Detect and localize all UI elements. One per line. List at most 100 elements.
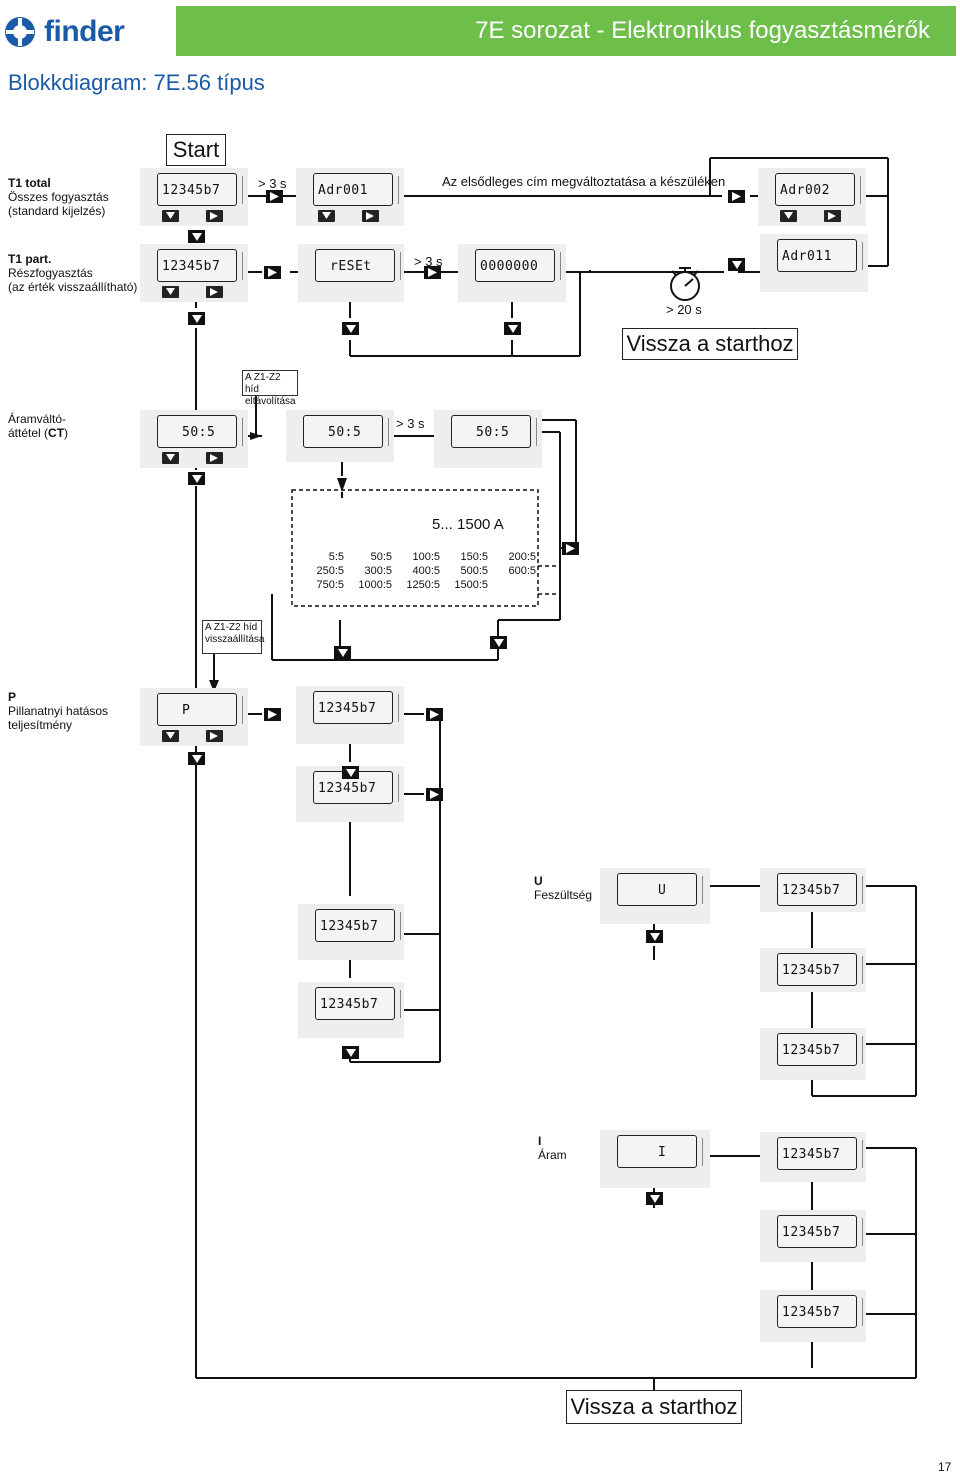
right-button-icon[interactable] (206, 452, 223, 464)
down-arrow-icon (188, 752, 205, 765)
t1-total-line2: Összes fogyasztás (8, 190, 109, 204)
row-label-u: U Feszültség (534, 874, 592, 902)
row-label-p: P Pillanatnyi hatásos teljesítmény (8, 690, 108, 732)
lcd-value: 12345b7 (782, 963, 841, 978)
row-label-ct: Áramváltó- áttétel (CT) (8, 412, 68, 440)
back-to-start-1: Vissza a starthoz (622, 328, 798, 360)
meter-display-p-4: 12345b7 (298, 982, 404, 1038)
i-line2: Áram (538, 1148, 567, 1162)
right-arrow-icon (426, 788, 443, 801)
bridge-remove-line2: eltávolítása (245, 396, 296, 407)
hold-label-3: > 3 s (396, 416, 425, 431)
meter-display-i: I (600, 1130, 710, 1188)
bridge-remove-note: A Z1-Z2 híd eltávolítása (242, 370, 298, 407)
down-arrow-icon (342, 1046, 359, 1059)
right-arrow-icon (424, 266, 441, 279)
ct-bold: CT (48, 426, 65, 440)
ct-ratio: 1000:5 (358, 579, 392, 591)
start-box: Start (166, 134, 226, 166)
lcd-value: 12345b7 (318, 781, 377, 796)
hold-label-2: > 3 s (414, 254, 443, 269)
lcd-value: 12345b7 (320, 919, 379, 934)
meter-display-i-2: 12345b7 (760, 1210, 866, 1262)
lcd-value: 12345b7 (782, 883, 841, 898)
i-title: I (538, 1134, 542, 1148)
p-line3: teljesítmény (8, 718, 73, 732)
lcd-value: Adr001 (318, 183, 368, 198)
p-title: P (8, 690, 17, 704)
meter-display-reset: rESEt (298, 244, 404, 302)
ct-ratio: 1500:5 (454, 579, 488, 591)
ct-ratio-row: 750:5 1000:5 1250:5 1500:5 (296, 578, 536, 592)
down-arrow-icon (728, 258, 745, 271)
u-line2: Feszültség (534, 888, 593, 902)
lcd-value: Adr011 (782, 249, 832, 264)
down-button-icon[interactable] (162, 452, 179, 464)
lcd-screen: 12345b7 (777, 1215, 857, 1248)
down-arrow-icon (504, 322, 521, 335)
lcd-screen: 50:5 (303, 415, 383, 448)
timeout-label: > 20 s (666, 302, 702, 317)
lcd-screen: Adr001 (313, 173, 393, 206)
down-arrow-icon (334, 646, 351, 659)
lcd-value: 12345b7 (782, 1043, 841, 1058)
lcd-value: 50:5 (328, 425, 362, 440)
lcd-value: U (658, 883, 667, 898)
stopwatch-icon (670, 267, 700, 301)
u-title: U (534, 874, 543, 888)
lcd-value: 12345b7 (782, 1305, 841, 1320)
ct-ratio: 500:5 (460, 565, 488, 577)
right-button-icon[interactable] (362, 210, 379, 222)
right-button-icon[interactable] (206, 210, 223, 222)
right-button-icon[interactable] (206, 730, 223, 742)
right-arrow-icon (264, 266, 281, 279)
ct-ratio: 400:5 (412, 565, 440, 577)
meter-display-total: 12345b7 (140, 168, 248, 226)
lcd-screen: 12345b7 (777, 1137, 857, 1170)
meter-display-ct-2: 50:5 (286, 410, 394, 462)
down-button-icon[interactable] (162, 730, 179, 742)
down-button-icon[interactable] (162, 210, 179, 222)
right-arrow-icon (562, 542, 579, 555)
ct-ratio: 750:5 (316, 579, 344, 591)
meter-display-adr002: Adr002 (758, 168, 866, 226)
lcd-value: P (182, 703, 191, 718)
bridge-restore-line1: A Z1-Z2 híd (205, 622, 258, 633)
down-button-icon[interactable] (318, 210, 335, 222)
brand-name: finder (44, 15, 125, 48)
lcd-screen: 12345b7 (313, 691, 393, 724)
lcd-screen: 12345b7 (777, 953, 857, 986)
row-label-t1-part: T1 part. Részfogyasztás (az érték vissza… (8, 252, 137, 294)
lcd-screen: 50:5 (451, 415, 531, 448)
lcd-value: 0000000 (480, 259, 539, 274)
right-arrow-icon (264, 708, 281, 721)
bridge-restore-note: A Z1-Z2 híd visszaállítása (202, 620, 265, 654)
right-arrow-icon (266, 190, 283, 203)
ct-ratio: 150:5 (460, 551, 488, 563)
lcd-screen: 12345b7 (157, 173, 237, 206)
meter-display-u: U (600, 868, 710, 924)
lcd-value: Adr002 (780, 183, 830, 198)
down-button-icon[interactable] (780, 210, 797, 222)
ct-line3: ) (64, 426, 69, 440)
down-button-icon[interactable] (162, 286, 179, 298)
ct-line2: áttétel ( (8, 426, 49, 440)
meter-display-adr011: Adr011 (760, 234, 868, 292)
right-button-icon[interactable] (824, 210, 841, 222)
right-button-icon[interactable] (206, 286, 223, 298)
t1-part-line2: Részfogyasztás (8, 266, 93, 280)
lcd-screen: 12345b7 (777, 873, 857, 906)
t1-part-title: T1 part. (8, 252, 52, 266)
lcd-screen: Adr011 (777, 239, 857, 272)
ct-ratio (488, 578, 536, 592)
bridge-restore-line2: visszaállítása (205, 634, 265, 645)
lcd-screen: U (617, 873, 697, 906)
page-number: 17 (938, 1460, 952, 1474)
lcd-screen: 12345b7 (777, 1033, 857, 1066)
meter-display-adr001: Adr001 (296, 168, 404, 226)
lcd-value: 12345b7 (162, 259, 221, 274)
ct-ratio: 1250:5 (406, 579, 440, 591)
right-arrow-icon (426, 708, 443, 721)
meter-display-i-3: 12345b7 (760, 1290, 866, 1342)
